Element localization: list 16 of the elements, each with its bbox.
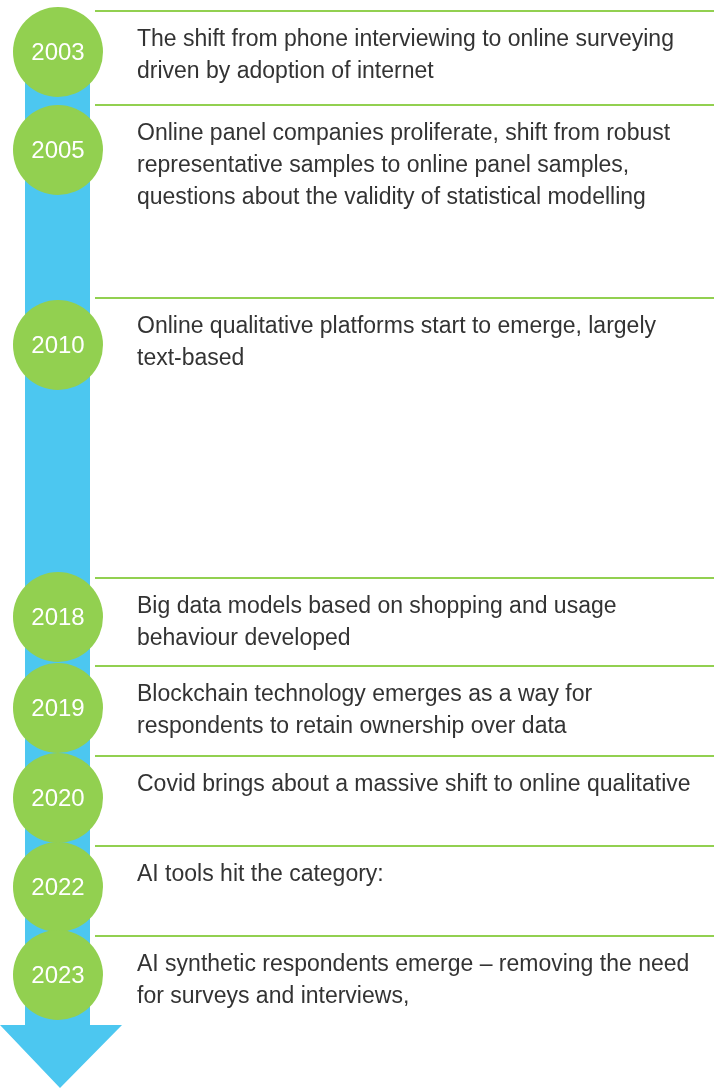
event-description: Online qualitative platforms start to emerge, largely text-based: [137, 311, 658, 372]
event-description: AI tools hit the category:: [137, 859, 385, 888]
event-description: AI synthetic respondents emerge – removing the need for surveys and interviews,: [137, 949, 691, 1010]
year-circle: 2005: [13, 105, 103, 195]
year-circle: 2003: [13, 7, 103, 97]
event-description: Covid brings about a massive shift to online qualitative: [137, 769, 692, 798]
year-circle: 2020: [13, 753, 103, 843]
event-description: Online panel companies proliferate, shift from robust representative samples to online panel samples, questions about the validity of statistical modelling: [137, 118, 672, 211]
year-circle: 2018: [13, 572, 103, 662]
year-circle: 2023: [13, 930, 103, 1020]
event-description: The shift from phone interviewing to online surveying driven by adoption of internet: [137, 24, 675, 85]
year-circle: 2010: [13, 300, 103, 390]
event-description: Big data models based on shopping and usage behaviour developed: [137, 591, 618, 652]
year-circle: 2019: [13, 663, 103, 753]
event-description: Blockchain technology emerges as a way for respondents to retain ownership over data: [137, 679, 594, 740]
year-circle: 2022: [13, 842, 103, 932]
